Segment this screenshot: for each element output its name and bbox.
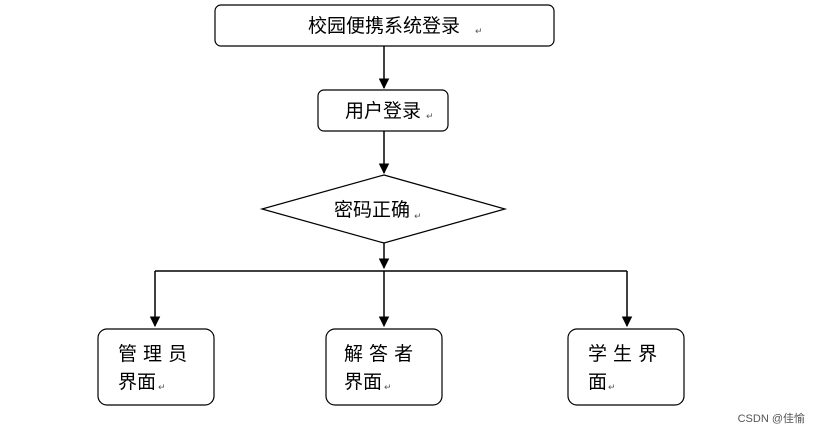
node-answerer-line2: 界面 xyxy=(344,371,382,393)
watermark: CSDN @佳愉 xyxy=(737,413,805,425)
node-student-interface: 学 生 界 面 ↵ xyxy=(567,328,685,406)
node-student-line2: 面 xyxy=(588,371,607,393)
paragraph-mark: ↵ xyxy=(426,112,434,122)
node-user-login: 用户登录 ↵ xyxy=(317,89,449,132)
node-user-login-label: 用户登录 xyxy=(345,100,421,122)
node-answerer-interface: 解 答 者 界面 ↵ xyxy=(325,328,443,406)
node-password-check: 密码正确 ↵ xyxy=(259,174,508,244)
paragraph-mark: ↵ xyxy=(414,212,422,222)
node-admin-interface: 管 理 员 界面 ↵ xyxy=(97,328,215,406)
node-login-system-label: 校园便携系统登录 xyxy=(308,15,460,37)
node-student-line1: 学 生 界 xyxy=(588,343,657,365)
paragraph-mark: ↵ xyxy=(158,383,166,393)
paragraph-mark: ↵ xyxy=(608,383,616,393)
node-admin-line1: 管 理 员 xyxy=(118,343,187,365)
paragraph-mark: ↵ xyxy=(475,27,483,37)
paragraph-mark: ↵ xyxy=(384,383,392,393)
node-answerer-line1: 解 答 者 xyxy=(344,343,413,365)
node-admin-line2: 界面 xyxy=(118,371,156,393)
node-password-check-label: 密码正确 xyxy=(334,199,410,221)
node-login-system: 校园便携系统登录 ↵ xyxy=(214,4,555,47)
